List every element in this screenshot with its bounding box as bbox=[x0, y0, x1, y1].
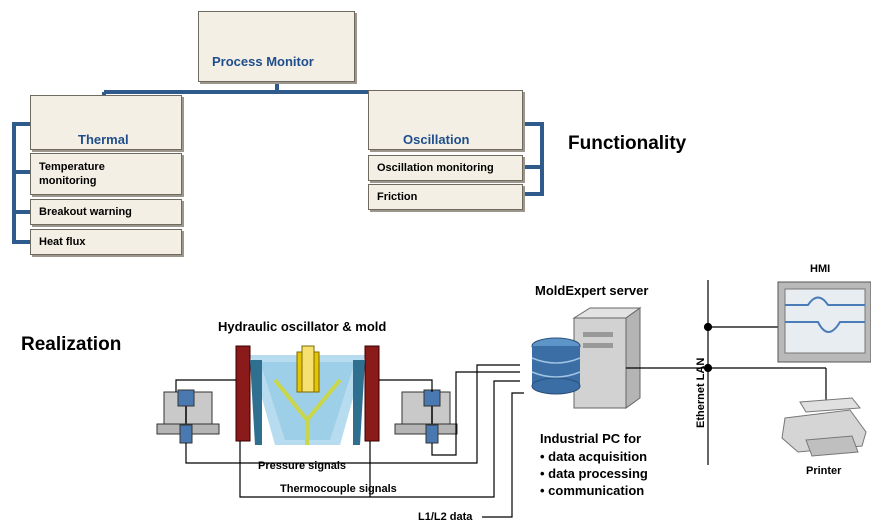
thermal-item-heat-flux: Heat flux bbox=[30, 229, 182, 255]
server-graphic bbox=[531, 307, 642, 409]
oscillation-item-label: Friction bbox=[377, 191, 418, 203]
lan-lines bbox=[626, 280, 827, 465]
l1-l2-data-label: L1/L2 data bbox=[418, 511, 473, 523]
process-monitor-box bbox=[198, 11, 355, 82]
pc-item-processing: • data processing bbox=[540, 466, 648, 481]
thermal-item-label: Temperature monitoring bbox=[39, 161, 105, 187]
thermal-item-temperature: Temperature monitoring bbox=[30, 153, 182, 195]
pressure-signals-label: Pressure signals bbox=[258, 460, 347, 472]
functionality-heading: Functionality bbox=[568, 133, 687, 154]
hmi-label: HMI bbox=[810, 263, 831, 275]
left-oscillator bbox=[156, 389, 220, 444]
realization-heading: Realization bbox=[21, 334, 122, 355]
thermal-item-label: Heat flux bbox=[39, 236, 86, 248]
oscillation-item-friction: Friction bbox=[368, 184, 523, 210]
oscillation-label: Oscillation bbox=[403, 132, 470, 147]
oscillation-item-label: Oscillation monitoring bbox=[377, 162, 494, 174]
thermocouple-signals-label: Thermocouple signals bbox=[280, 483, 397, 495]
hmi-monitor-icon bbox=[777, 281, 871, 363]
pc-title: Industrial PC for bbox=[540, 431, 642, 446]
signal-wiring bbox=[175, 364, 524, 518]
printer-label: Printer bbox=[806, 465, 842, 477]
printer-icon bbox=[781, 397, 867, 457]
oscillation-box bbox=[368, 90, 523, 150]
right-oscillator bbox=[394, 389, 458, 444]
process-monitor-label: Process Monitor bbox=[212, 54, 314, 69]
pc-item-communication: • communication bbox=[540, 483, 645, 498]
pc-item-acquisition: • data acquisition bbox=[540, 449, 648, 464]
oscillation-item-monitoring: Oscillation monitoring bbox=[368, 155, 523, 181]
mold-graphic bbox=[235, 345, 380, 445]
server-title: MoldExpert server bbox=[535, 283, 649, 298]
thermal-label: Thermal bbox=[78, 132, 129, 147]
thermal-box bbox=[30, 95, 182, 150]
thermal-item-breakout: Breakout warning bbox=[30, 199, 182, 225]
mold-title: Hydraulic oscillator & mold bbox=[218, 319, 387, 334]
thermal-item-label: Breakout warning bbox=[39, 206, 132, 218]
ethernet-lan-label: Ethernet LAN bbox=[695, 357, 707, 428]
